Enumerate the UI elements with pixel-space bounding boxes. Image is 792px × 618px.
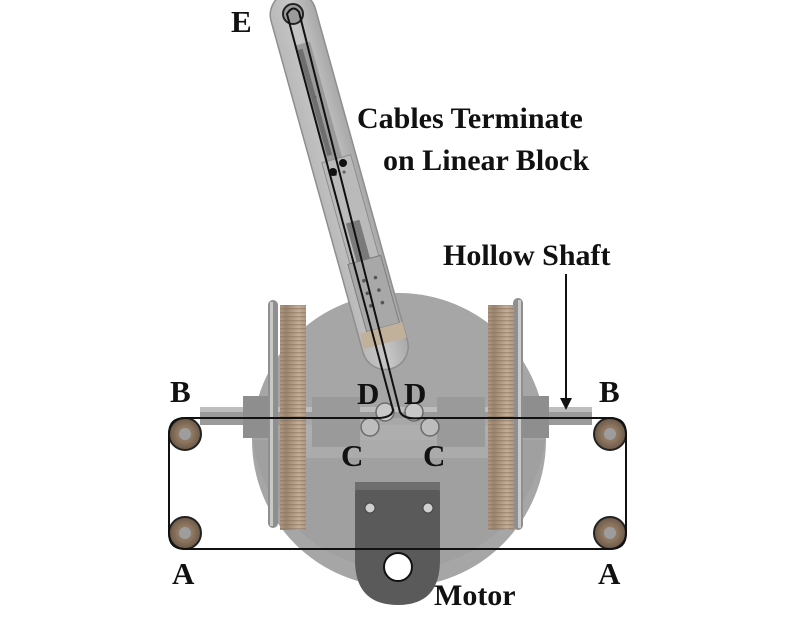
inclined-arm [269,0,409,371]
motor [355,482,440,605]
left-gear [268,300,306,530]
label-motor: Motor [434,579,516,612]
label-d-right: D [404,376,426,411]
label-a-right: A [598,556,621,591]
label-b-right: B [599,374,620,409]
label-hollow-shaft: Hollow Shaft [443,239,611,272]
label-e: E [231,4,252,39]
right-gear [488,298,523,530]
cable-loop [168,417,627,550]
label-c-left: C [341,438,363,473]
pulley-b-left [168,417,202,451]
pulley-a-right [593,516,627,550]
label-cables-line1: Cables Terminate [357,102,583,135]
hollow-shaft-pointer [560,274,572,410]
pulley-c-right [420,417,440,437]
pulley-a-left [168,516,202,550]
arm-cables [285,7,423,420]
pulley-d-right [404,402,424,422]
label-a-left: A [172,556,195,591]
label-b-left: B [170,374,191,409]
label-d-left: D [357,376,379,411]
pulley-b-right [593,417,627,451]
label-c-right: C [423,438,445,473]
pulley-c-left [360,417,380,437]
label-cables-line2: on Linear Block [383,144,589,177]
